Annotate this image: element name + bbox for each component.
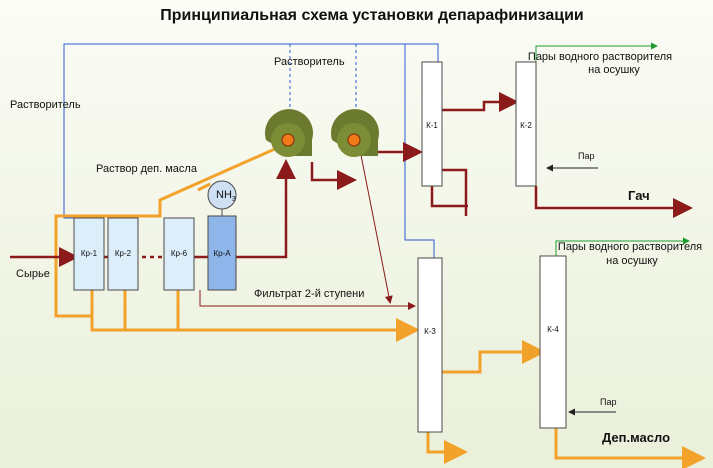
kra-to-filter1 xyxy=(236,159,296,259)
label-k4: К-4 xyxy=(547,325,559,334)
ammonia-label: NH3 xyxy=(216,189,236,203)
column-k2 xyxy=(515,61,537,187)
label-kra: Кр-А xyxy=(213,249,231,258)
label-kr1: Кр-1 xyxy=(81,249,98,258)
crystallizer-kr6 xyxy=(163,217,195,291)
crystallizer-kr2 xyxy=(107,217,139,291)
vapor-k4-line xyxy=(555,237,690,256)
column-k1 xyxy=(421,61,443,187)
steam-k2-label: Пар xyxy=(578,151,594,161)
solvent-to-kr1-line xyxy=(63,44,82,222)
label-kr2: Кр-2 xyxy=(115,249,132,258)
filtrate-to-k3 xyxy=(199,290,416,310)
filter-2 xyxy=(330,109,379,157)
oil-dep-product xyxy=(554,428,706,468)
label-k3: К-3 xyxy=(424,327,436,336)
vapor-k2-label-line2: на осушку xyxy=(588,64,640,76)
vapor-k4-label-line2: на осушку xyxy=(606,255,658,267)
columns xyxy=(417,61,567,433)
filtrate-label: Фильтрат 2-й ступени xyxy=(254,288,364,300)
ammonia-vessel xyxy=(207,180,237,216)
k1-bottom-line xyxy=(430,186,468,208)
gach-label: Гач xyxy=(628,188,650,203)
column-k3 xyxy=(417,257,443,433)
oil-to-nh3 xyxy=(197,182,211,192)
label-kr6: Кр-6 xyxy=(171,249,188,258)
crystallizer-kra xyxy=(207,215,237,291)
vapor-k2-line xyxy=(535,42,658,62)
vapor-k4-label-line1: Пары водного растворителя xyxy=(558,241,702,253)
k1-to-k2 xyxy=(442,92,519,112)
vapor-k2-label-line1: Пары водного растворителя xyxy=(528,51,672,63)
dep-oil-label: Деп.масло xyxy=(602,430,670,445)
vapor-lines xyxy=(535,42,690,256)
oil-solution-label: Раствор деп. масла xyxy=(96,163,198,175)
solvent-label-left: Растворитель xyxy=(10,99,81,111)
solvent-header-line xyxy=(63,43,439,218)
k1-bottom-stub xyxy=(442,168,468,216)
oil-solution-return xyxy=(54,142,287,318)
diagram-title: Принципиальная схема установки депарафин… xyxy=(160,7,584,24)
oil-k3-to-k4 xyxy=(442,340,546,374)
process-lines xyxy=(10,92,693,267)
crystallizer-kr1 xyxy=(73,217,105,291)
label-k2: К-2 xyxy=(520,121,532,130)
solvent-label-top: Растворитель xyxy=(274,56,345,68)
gach-line xyxy=(534,186,693,218)
column-k4 xyxy=(539,255,567,429)
filtrate-lines xyxy=(199,149,416,310)
oil-k3-bottom xyxy=(426,432,468,464)
label-k1: К-1 xyxy=(426,121,438,130)
filtrate-arrow-line xyxy=(359,149,393,304)
oil-bottom-bus xyxy=(90,290,414,332)
feed-label: Сырье xyxy=(16,268,50,280)
steam-k4-label: Пар xyxy=(600,397,616,407)
filter1-to-filter2 xyxy=(310,162,357,190)
filter-1 xyxy=(264,109,314,157)
steam-lines xyxy=(546,164,616,416)
crystallizers xyxy=(73,215,237,291)
oil-lines xyxy=(54,142,706,468)
